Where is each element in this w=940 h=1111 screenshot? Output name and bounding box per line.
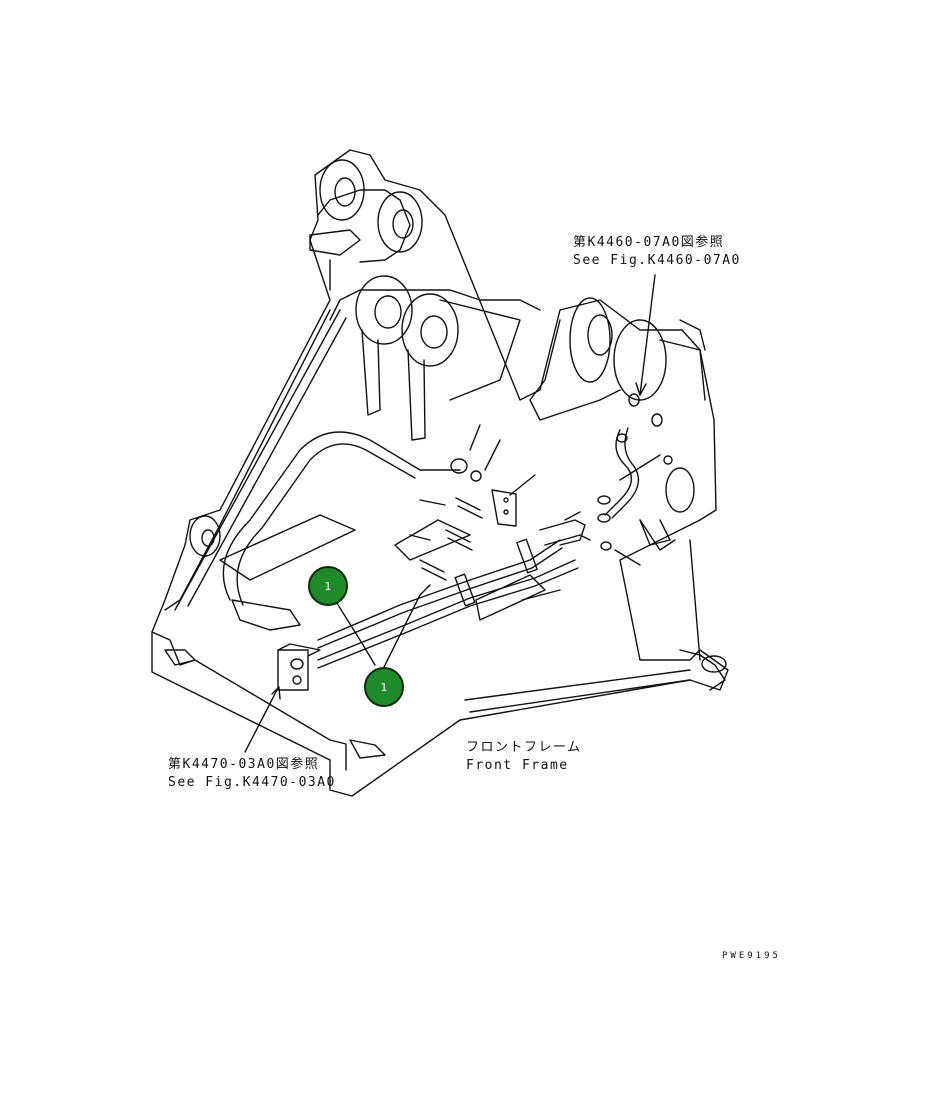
reference-left-en: See Fig.K4470-03A0: [168, 775, 336, 790]
hose-line-upper: [317, 539, 561, 641]
front-frame-label: フロントフレーム Front Frame: [466, 739, 582, 775]
front-frame-jp: フロントフレーム: [466, 740, 582, 755]
reference-top-jp: 第K4460-07A0図参照: [573, 235, 725, 250]
drawing-code: PWE9195: [722, 951, 781, 961]
reference-note-top: 第K4460-07A0図参照 See Fig.K4460-07A0: [573, 234, 741, 270]
leader-left-ref: [244, 687, 279, 753]
reference-left-jp: 第K4470-03A0図参照: [168, 757, 320, 772]
part-callout-1-lower[interactable]: 1: [364, 667, 404, 707]
leader-top-ref: [639, 274, 656, 396]
front-frame-en: Front Frame: [466, 758, 569, 773]
reference-note-left: 第K4470-03A0図参照 See Fig.K4470-03A0: [168, 756, 336, 792]
part-callout-1-upper[interactable]: 1: [308, 566, 348, 606]
reference-top-en: See Fig.K4460-07A0: [573, 253, 741, 268]
